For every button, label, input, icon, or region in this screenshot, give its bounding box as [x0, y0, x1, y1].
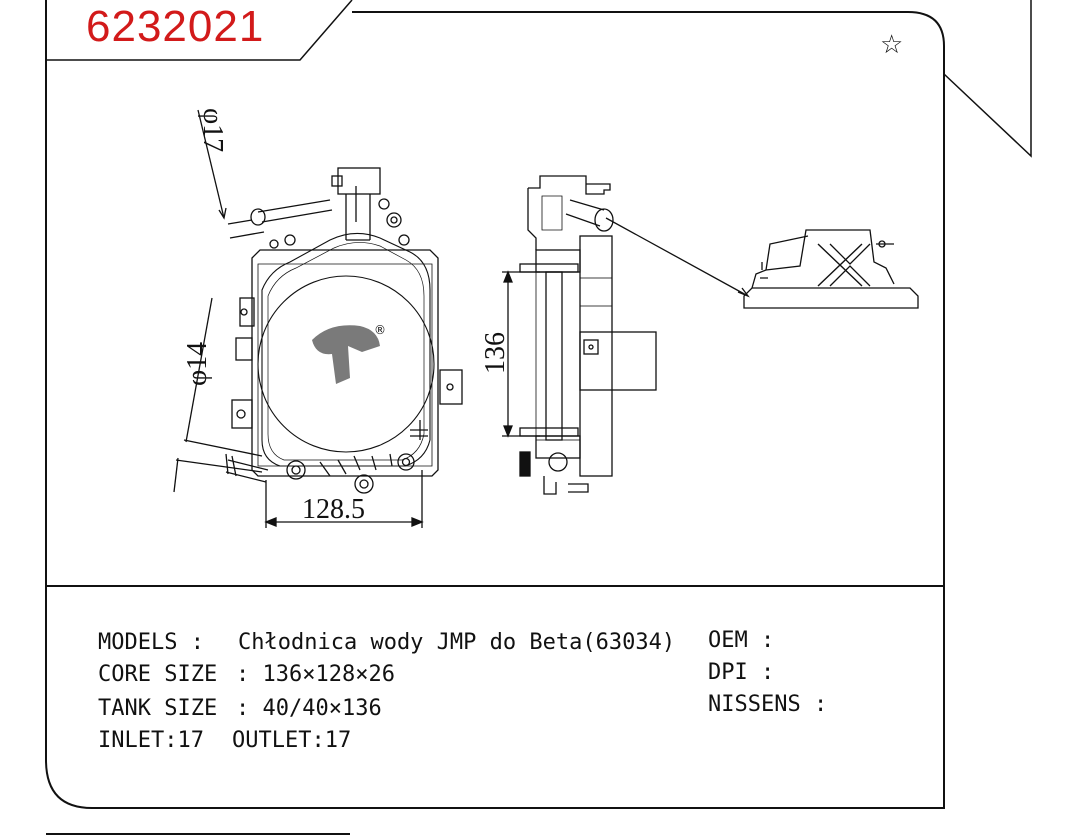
- oem-label: OEM :: [708, 628, 775, 653]
- star-outline-icon[interactable]: ☆: [880, 30, 904, 60]
- core-size-value: : 136×128×26: [236, 662, 395, 687]
- outlet-diameter-label: φ14: [182, 342, 213, 386]
- width-label: 128.5: [302, 494, 365, 525]
- outlet-size: OUTLET:17: [232, 728, 352, 753]
- part-number: 6232021: [86, 2, 265, 51]
- inlet-pipe: [197, 109, 333, 239]
- front-view: [231, 167, 463, 494]
- tank-size-value: : 40/40×136: [236, 696, 382, 721]
- outlet-pipe: [173, 297, 269, 493]
- registered-mark: ®: [374, 323, 386, 337]
- models-label: MODELS :: [98, 630, 204, 655]
- width-dimension: [264, 470, 424, 528]
- dpi-label: DPI :: [708, 660, 775, 685]
- logo-text: TONGSHI: [300, 386, 369, 403]
- models-value: Chłodnica wody JMP do Beta(63034): [238, 630, 676, 655]
- bracket-detail: [743, 229, 919, 309]
- height-label: 136: [480, 332, 511, 374]
- inlet-size: INLET:17: [98, 728, 204, 753]
- core-size-label: CORE SIZE: [98, 662, 218, 687]
- nissens-label: NISSENS :: [708, 692, 828, 717]
- tank-size-label: TANK SIZE: [98, 696, 218, 721]
- side-view: [502, 175, 750, 495]
- tongshi-logo-icon: [312, 325, 380, 384]
- inlet-diameter-label: φ17: [197, 108, 228, 152]
